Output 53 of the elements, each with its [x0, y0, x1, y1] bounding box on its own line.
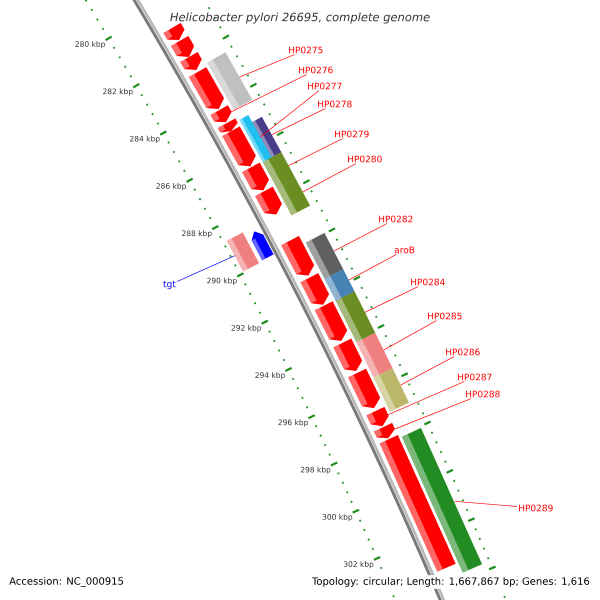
gene-block: [300, 273, 330, 305]
gene-block: [402, 428, 482, 573]
leader-line: [348, 254, 396, 280]
leader-line: [388, 381, 465, 416]
gene-label: HP0285: [428, 312, 462, 320]
leader-line: [302, 163, 356, 192]
gene-block: [366, 406, 389, 426]
gene-block: [163, 22, 185, 40]
gene-block: [281, 236, 314, 276]
gene-label: HP0278: [318, 100, 352, 108]
gene-label: HP0277: [308, 82, 342, 90]
gene-label: HP0276: [299, 66, 333, 74]
leader-line: [288, 138, 343, 166]
gene-block: [242, 162, 269, 190]
gene-block: [255, 186, 282, 214]
gene-block: [348, 368, 380, 408]
leader-line: [176, 255, 236, 282]
gene-block: [374, 422, 395, 438]
gene-label: HP0279: [335, 130, 369, 138]
leader-line: [454, 500, 518, 507]
gene-block: [180, 52, 202, 70]
gene-block: [222, 126, 256, 166]
gene-block: [333, 338, 362, 371]
leader-line: [260, 90, 320, 138]
gene-label: HP0275: [289, 46, 322, 54]
footer-text: Topology: circular; Length: 1,667,867 bp; Genes: 1,616: [310, 575, 592, 589]
gene-block: [336, 291, 376, 342]
title: Helicobacter pylori 26695, complete genome: [170, 12, 430, 24]
gene-block: [277, 178, 310, 216]
gene-label: HP0289: [519, 504, 553, 512]
leader-line: [364, 286, 419, 313]
gene-label: tgt: [163, 280, 176, 290]
gene-block: [171, 36, 194, 57]
gene-block: [374, 368, 410, 412]
gene-block: [188, 67, 224, 110]
leader-line: [383, 320, 437, 350]
gene-label: HP0288: [466, 390, 500, 398]
gene-label: HP0282: [379, 216, 412, 222]
gene-block: [252, 231, 274, 260]
leader-line: [271, 108, 326, 135]
leader-line: [239, 54, 295, 78]
gene-label: aroB: [394, 246, 414, 254]
gene-label: HP0287: [458, 374, 492, 380]
gene-label: HP0286: [446, 348, 480, 356]
gene-label: HP0280: [348, 156, 382, 162]
leader-line: [400, 356, 454, 386]
leader-line: [231, 74, 307, 112]
leader-line: [334, 223, 388, 252]
footer-text: Accession: NC_000915: [9, 577, 124, 587]
gene-block: [252, 116, 282, 158]
gene-block: [210, 105, 232, 122]
leader-line: [394, 398, 472, 430]
gene-label: HP0284: [411, 278, 445, 286]
